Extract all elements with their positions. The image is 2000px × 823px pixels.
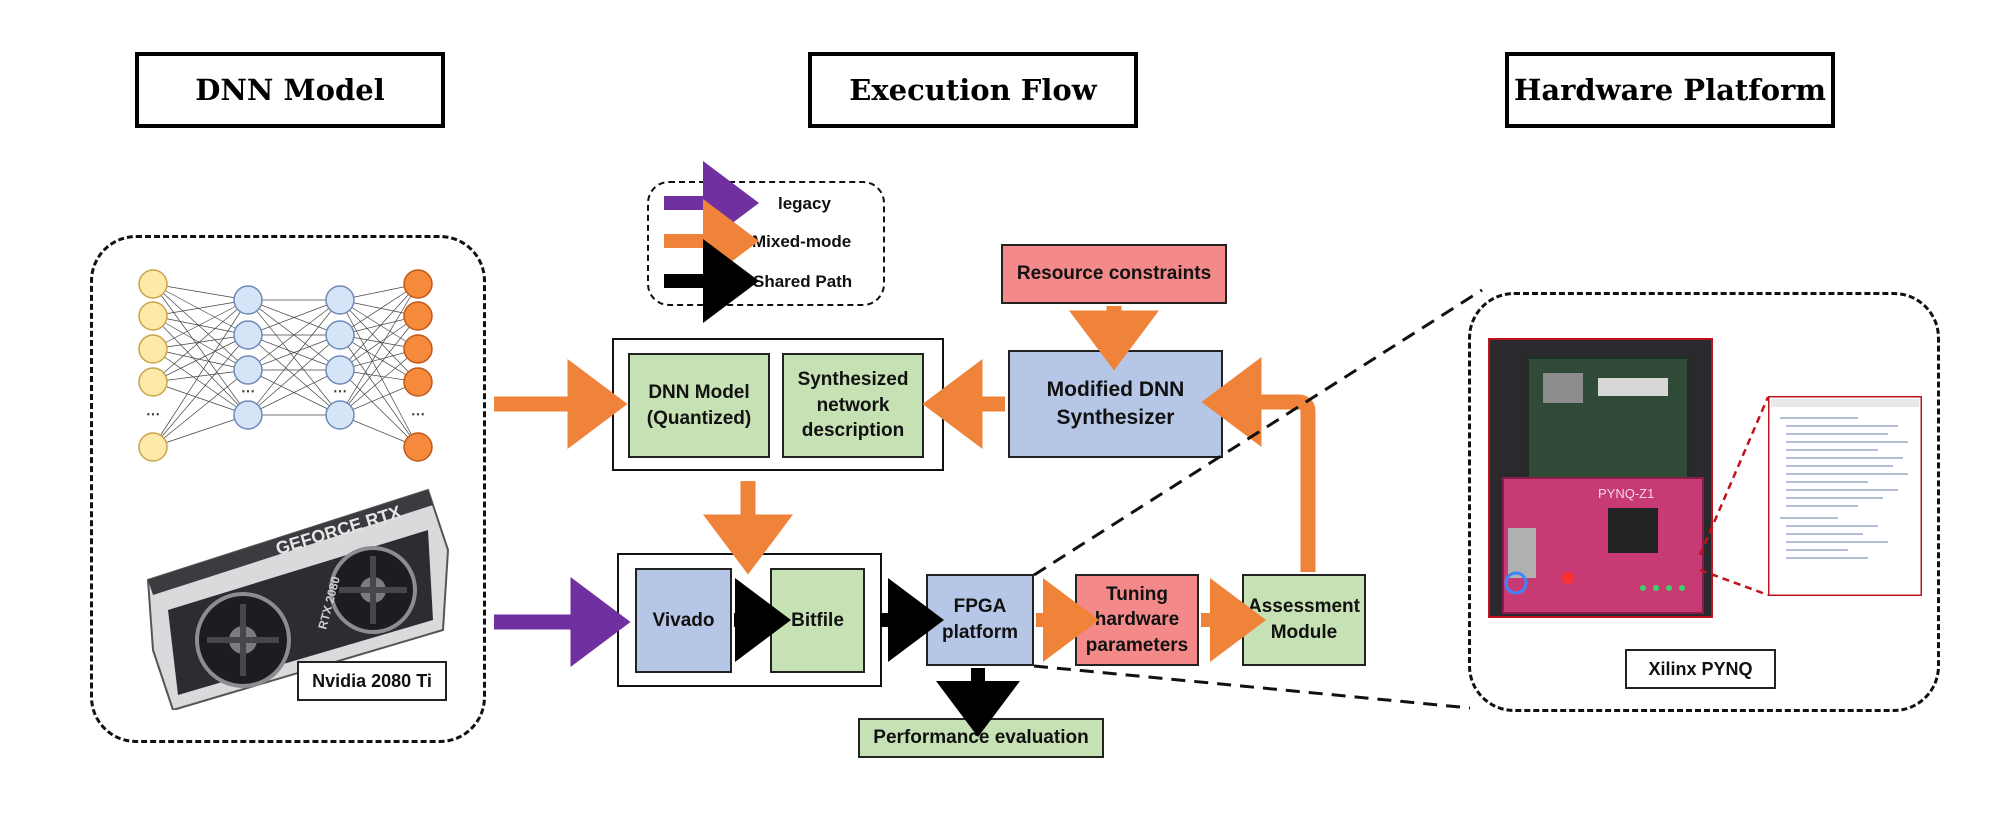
vivado-box: Vivado bbox=[635, 568, 732, 673]
network-edge bbox=[152, 334, 249, 383]
arrow-assessment-to-synthesizer bbox=[1201, 357, 1316, 572]
network-edge bbox=[152, 315, 249, 416]
network-edge bbox=[247, 299, 341, 336]
network-edge bbox=[247, 369, 341, 416]
fpga-platform-box: FPGA platform bbox=[926, 574, 1034, 666]
network-node bbox=[233, 320, 263, 350]
network-node bbox=[403, 334, 433, 364]
code-screenshot-image bbox=[1768, 396, 1922, 596]
neural-network-graphic: ··· ··· ··· ··· bbox=[138, 269, 433, 462]
network-node bbox=[233, 355, 263, 385]
legend-shared-path-label: Shared Path bbox=[753, 272, 853, 291]
network-edge bbox=[339, 369, 419, 448]
network-edge bbox=[152, 283, 249, 416]
hardware-platform-container bbox=[1468, 292, 1940, 712]
board-label: Xilinx PYNQ bbox=[1625, 649, 1776, 689]
header-dnn-model: DNN Model bbox=[135, 52, 445, 128]
network-node bbox=[138, 269, 168, 299]
network-edge bbox=[152, 299, 249, 383]
network-edge bbox=[339, 299, 419, 383]
network-edge bbox=[152, 315, 249, 371]
pynq-board-image: PYNQ-Z1 bbox=[1488, 338, 1713, 618]
network-edge bbox=[339, 348, 419, 416]
network-edge bbox=[247, 334, 341, 371]
connector-board-code-bottom bbox=[1699, 568, 1769, 597]
network-edge bbox=[339, 334, 419, 448]
network-ellipsis: ··· bbox=[241, 382, 255, 398]
network-node bbox=[403, 367, 433, 397]
network-node bbox=[138, 334, 168, 364]
network-edge bbox=[152, 299, 249, 448]
network-edge bbox=[247, 299, 341, 371]
resource-constraints-box: Resource constraints bbox=[1001, 244, 1227, 304]
legend-mixed-mode-label: Mixed-mode bbox=[752, 232, 852, 251]
network-edge bbox=[152, 283, 249, 301]
network-edge bbox=[339, 299, 419, 350]
header-hardware-platform: Hardware Platform bbox=[1505, 52, 1835, 128]
network-edge bbox=[339, 299, 419, 448]
network-edge bbox=[247, 334, 341, 416]
network-node bbox=[233, 400, 263, 430]
network-edge bbox=[152, 414, 249, 448]
network-edge bbox=[152, 299, 249, 350]
network-edge bbox=[152, 299, 249, 317]
connector-board-code-top bbox=[1698, 396, 1770, 556]
header-dnn-model-label: DNN Model bbox=[195, 73, 385, 107]
network-edge bbox=[152, 334, 249, 448]
connector-fpga-top bbox=[1033, 288, 1483, 577]
synthesized-network-box: Synthesized network description bbox=[782, 353, 924, 458]
network-ellipsis: ··· bbox=[411, 405, 425, 421]
network-edge bbox=[152, 315, 249, 336]
network-ellipsis: ··· bbox=[333, 382, 347, 398]
network-edge bbox=[339, 283, 419, 416]
connector-fpga-bottom bbox=[1033, 664, 1471, 710]
network-edge bbox=[152, 283, 249, 371]
network-edge bbox=[339, 334, 419, 383]
network-edge bbox=[152, 381, 249, 416]
network-edge bbox=[152, 348, 249, 416]
network-node bbox=[325, 355, 355, 385]
header-hardware-platform-label: Hardware Platform bbox=[1513, 73, 1827, 107]
network-node bbox=[138, 432, 168, 462]
network-node bbox=[403, 269, 433, 299]
network-node bbox=[325, 285, 355, 315]
gpu-label: Nvidia 2080 Ti bbox=[297, 661, 447, 701]
header-execution-flow-label: Execution Flow bbox=[849, 73, 1097, 107]
network-edge bbox=[152, 348, 249, 371]
network-node bbox=[233, 285, 263, 315]
legend-legacy-label: legacy bbox=[778, 194, 831, 213]
header-execution-flow: Execution Flow bbox=[808, 52, 1138, 128]
gpu-image: GEFORCE RTX RTX 2080 bbox=[146, 488, 450, 710]
network-edge bbox=[152, 369, 249, 448]
network-edge bbox=[152, 283, 249, 336]
network-ellipsis: ··· bbox=[146, 405, 160, 421]
network-edge bbox=[152, 369, 249, 383]
network-edge bbox=[339, 315, 419, 416]
network-node bbox=[138, 367, 168, 397]
network-node bbox=[325, 320, 355, 350]
dnn-model-container bbox=[90, 235, 486, 743]
network-edge bbox=[247, 299, 341, 416]
network-node bbox=[403, 432, 433, 462]
board-name-text: PYNQ-Z1 bbox=[1598, 486, 1654, 501]
network-edge bbox=[339, 315, 419, 371]
network-edge bbox=[152, 334, 249, 350]
network-edge bbox=[339, 283, 419, 371]
network-node bbox=[403, 301, 433, 331]
network-edge bbox=[339, 283, 419, 336]
network-node bbox=[325, 400, 355, 430]
dnn-model-quantized-box: DNN Model (Quantized) bbox=[628, 353, 770, 458]
network-node bbox=[138, 301, 168, 331]
